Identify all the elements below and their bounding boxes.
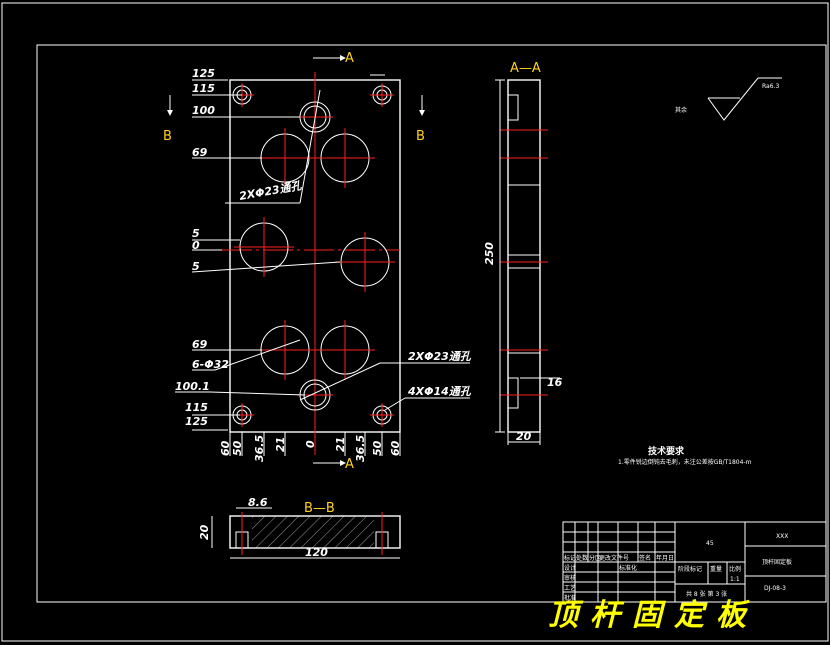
tb-row: 工艺 [564,584,576,592]
tb-weight: 重量 [710,565,722,573]
tb-header: 标记 [564,554,576,562]
dim-label: 20 [516,430,532,443]
side-view-title: A—A [510,61,541,76]
tb-header: 更改文件号 [599,554,629,562]
dim-label: 20 [198,524,211,540]
tb-std: 标准化 [619,564,637,572]
dim-label: 60 [219,440,232,456]
dim-label: 69 [192,146,208,159]
tb-header: 签名 [639,554,651,562]
large-hole [335,232,395,292]
section-label: A [345,51,354,66]
tb-sheet: 共 8 张 第 3 张 [686,590,727,598]
section-marker-b-left [167,95,173,116]
tb-row: 设计 [564,564,576,572]
dim-label: 50 [371,440,384,456]
hole-note: 2XΦ23通孔 [408,350,472,363]
tb-row: 批准 [564,594,576,602]
tb-company: XXX [776,533,788,540]
section-label: B [163,129,172,144]
corner-hole [370,83,394,107]
tb-header: 分区 [589,554,601,562]
dim-label: 5 [192,227,200,240]
tb-material: 45 [706,540,714,547]
side-view [495,79,560,445]
dim-label: 250 [483,242,496,265]
tb-header: 处数 [576,554,588,562]
roughness-value: Ra6.3 [762,83,779,90]
dim-label: 6-Φ32 [192,358,229,371]
corner-hole [370,403,394,427]
section-marker-b-right [419,95,425,116]
dim-label: 16 [547,376,563,389]
footer-title: 顶杆固定板 [548,598,758,633]
large-hole [255,128,315,188]
roughness-symbol [707,77,782,121]
section-marker-a-top [313,55,346,61]
dim-label: 36.5 [253,435,266,462]
dim-label: 36.5 [354,435,367,462]
tech-title: 技术要求 [648,445,685,457]
tb-stage: 阶段标记 [678,565,702,573]
dim-label: 100.1 [175,380,210,393]
hole-note: 4XΦ14通孔 [407,385,472,398]
dim-label: 125 [192,67,215,80]
dim-label: 0 [192,239,200,252]
bottom-view [211,507,401,559]
tech-line: 1.零件锐边倒钝去毛刺，未注公差按GB/T1804-m [618,458,752,466]
large-hole [255,320,315,380]
large-hole [315,128,375,188]
inner-border [36,44,827,603]
section-label: A [345,457,354,472]
tb-part-name: 顶杆固定板 [762,558,792,566]
tb-drawing-no: DJ-08-3 [764,585,786,592]
hole-note: 2XΦ23通孔 [238,179,303,203]
bottom-view-title: B—B [304,501,335,516]
front-view [175,72,470,456]
tb-header: 年月日 [656,554,674,562]
tb-ratio: 比例 [729,565,741,573]
dim-label: 21 [274,437,287,452]
title-block [562,521,827,603]
dim-label: 120 [305,546,328,559]
tb-row: 审核 [564,574,576,582]
dim-label: 21 [334,437,347,452]
dim-label: 8.6 [248,496,268,509]
dim-label: 5 [192,260,200,273]
dim-label: 60 [389,440,402,456]
roughness-label: 其余 [675,106,687,114]
large-hole [315,320,375,380]
dim-label: 115 [192,82,215,95]
dim-label: 69 [192,338,208,351]
dim-label: 100 [192,104,215,117]
dim-label: 115 [185,401,208,414]
dim-label: 50 [231,440,244,456]
tb-scale: 1:1 [730,576,740,583]
section-marker-a-bottom [313,460,346,466]
dim-label: 125 [185,415,208,428]
section-label: B [416,129,425,144]
large-hole [234,217,294,277]
dim-label: 0 [304,440,317,448]
